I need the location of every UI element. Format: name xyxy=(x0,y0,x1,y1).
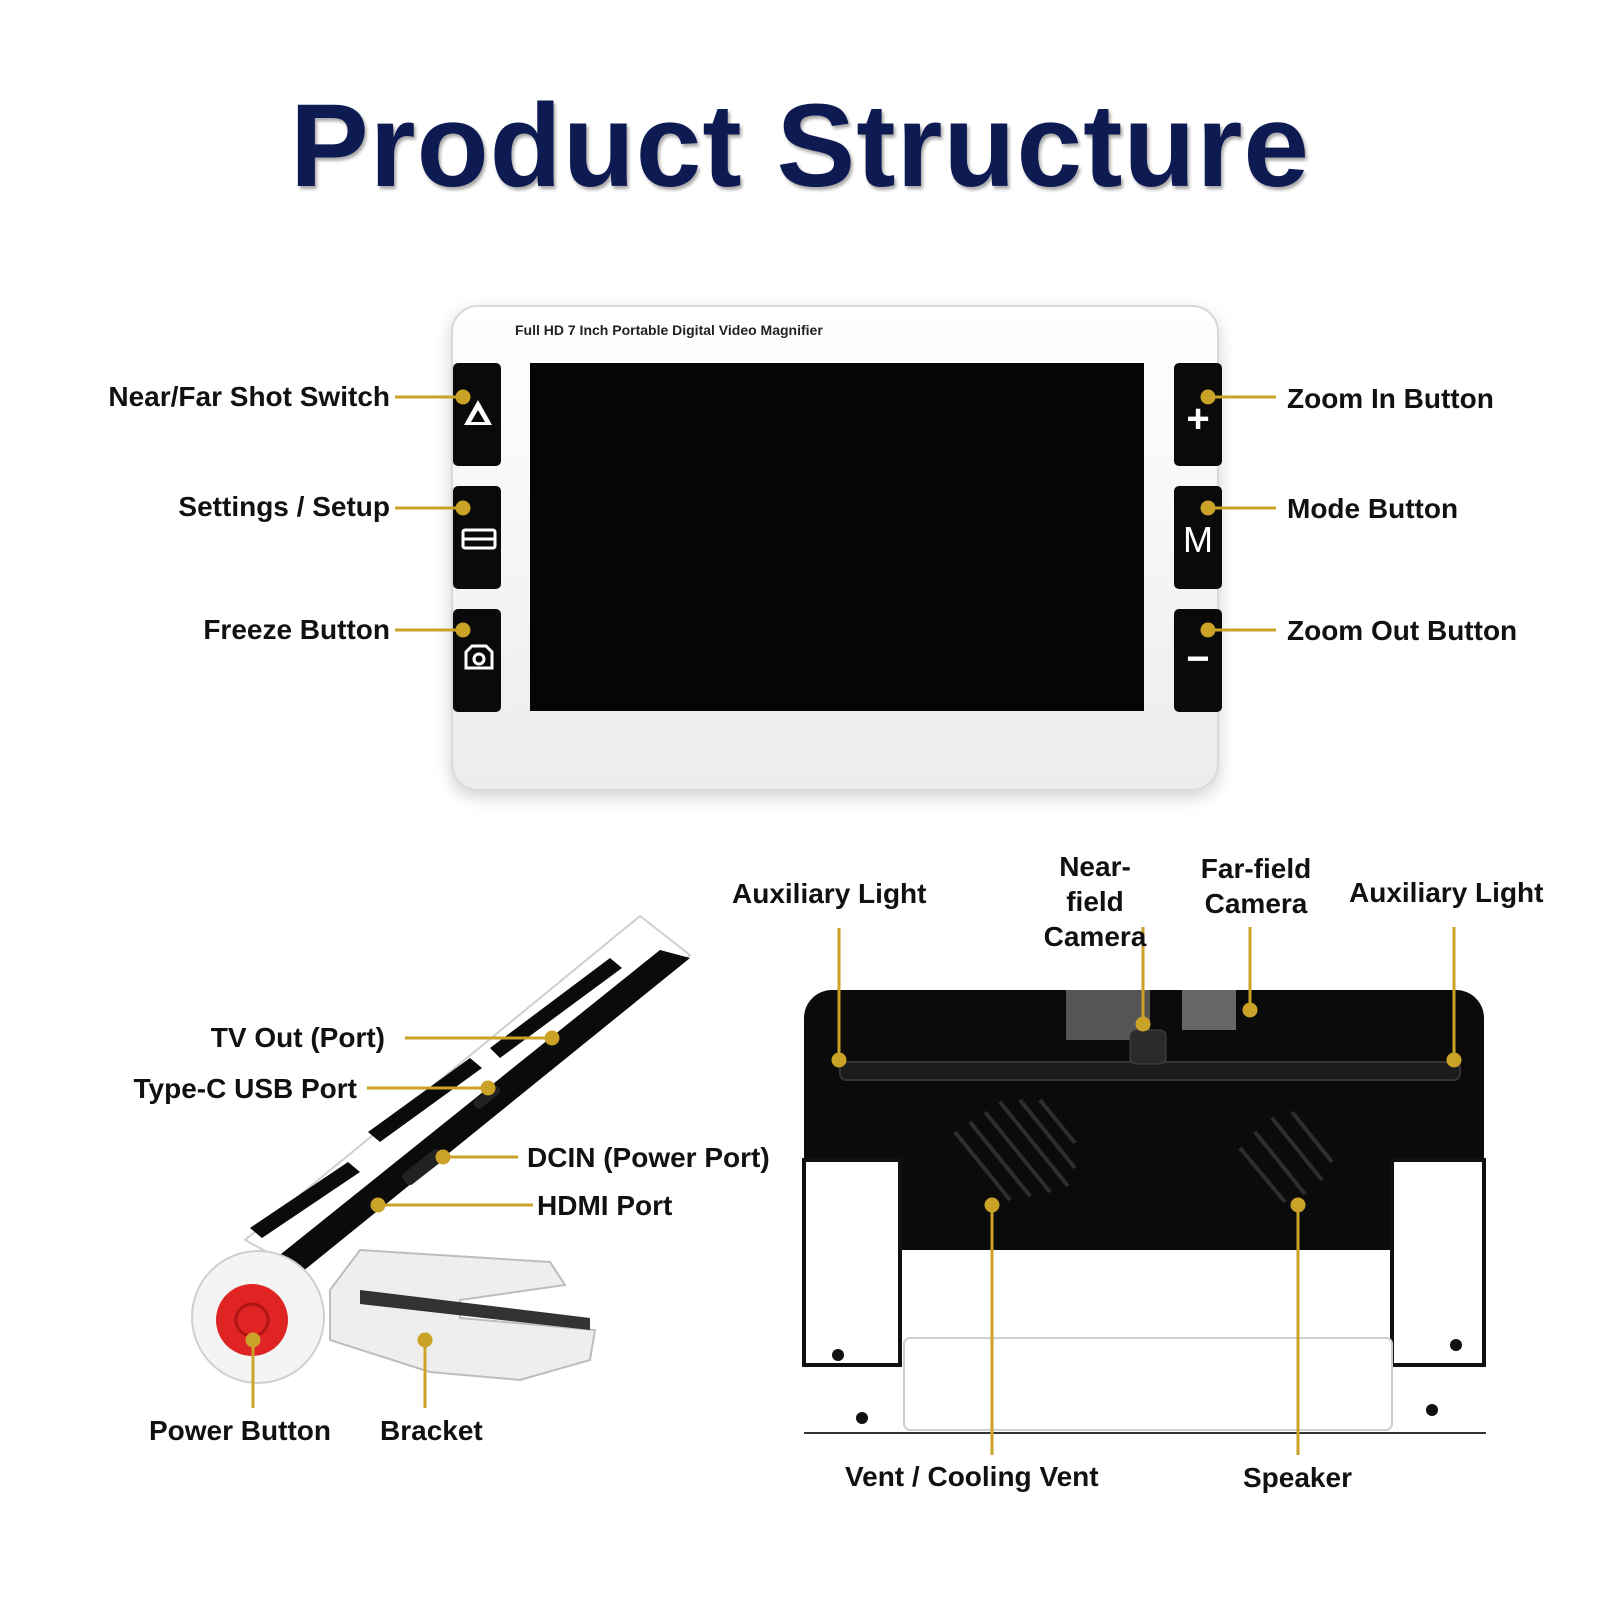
label-zoom-out-button: Zoom Out Button xyxy=(1287,615,1518,646)
label-zoom-in-button: Zoom In Button xyxy=(1287,383,1494,414)
zoom-in-key xyxy=(1174,363,1222,466)
stand-base xyxy=(903,1337,1393,1431)
device-screen xyxy=(530,363,1144,711)
camera-housing-left xyxy=(1066,990,1150,1040)
side-leader-lines xyxy=(245,1030,560,1408)
bracket xyxy=(329,1248,597,1382)
label-auxiliary-light-left: Auxiliary Light xyxy=(732,878,927,909)
label-settings-setup: Settings / Setup xyxy=(178,491,390,522)
vent-grille xyxy=(953,1098,1077,1202)
side-view-device xyxy=(191,914,692,1384)
label-auxiliary-light-right: Auxiliary Light xyxy=(1349,877,1544,908)
label-near-field-camera: Near-field Camera xyxy=(1043,851,1147,952)
power-button xyxy=(216,1284,288,1356)
minus-icon: − xyxy=(1186,637,1209,681)
menu-lines-icon xyxy=(461,528,497,550)
light-rail xyxy=(839,1061,1461,1081)
label-type-c-usb-port: Type-C USB Port xyxy=(133,1073,358,1104)
camera-icon xyxy=(464,644,494,670)
camera-housing-right xyxy=(1182,990,1236,1030)
label-bracket: Bracket xyxy=(380,1415,483,1446)
label-vent-cooling-vent: Vent / Cooling Vent xyxy=(845,1461,1099,1492)
label-power-button: Power Button xyxy=(149,1415,331,1446)
device-caption: Full HD 7 Inch Portable Digital Video Ma… xyxy=(515,322,823,338)
label-speaker: Speaker xyxy=(1243,1462,1352,1493)
stand-right xyxy=(1390,1158,1486,1367)
front-view-device: + M − xyxy=(451,305,1222,791)
stand-left xyxy=(802,1158,902,1367)
label-far-field-camera: Far-field Camera xyxy=(1200,853,1312,919)
label-near-far-shot-switch: Near/Far Shot Switch xyxy=(108,381,390,412)
speaker-grille xyxy=(1238,1110,1334,1204)
near-far-icon xyxy=(464,400,492,425)
label-freeze-button: Freeze Button xyxy=(203,614,390,645)
label-dcin-power-port: DCIN (Power Port) xyxy=(527,1142,770,1173)
front-leader-lines xyxy=(395,389,1276,638)
back-panel xyxy=(804,990,1484,1250)
label-hdmi-port: HDMI Port xyxy=(537,1190,673,1221)
plus-icon: + xyxy=(1186,397,1209,441)
label-tv-out-port: TV Out (Port) xyxy=(210,1022,385,1053)
page-title: Product Structure xyxy=(289,80,1311,212)
back-leader-lines xyxy=(831,927,1462,1455)
dcin-port xyxy=(402,1148,444,1186)
label-mode-button: Mode Button xyxy=(1287,493,1459,524)
back-view-device xyxy=(802,990,1486,1434)
side-black-strip xyxy=(276,950,690,1272)
mode-m-icon: M xyxy=(1183,519,1213,560)
near-field-camera-lens xyxy=(1129,1029,1167,1065)
